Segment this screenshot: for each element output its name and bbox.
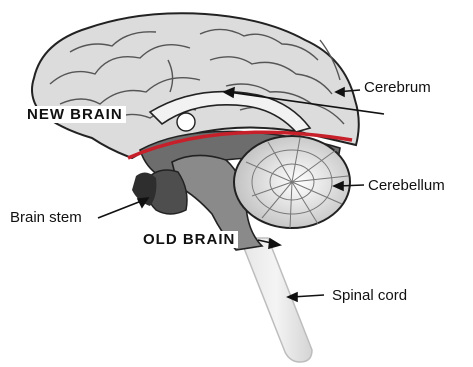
- spinal-cord-shape: [240, 238, 312, 362]
- cerebellum-label: Cerebellum: [368, 178, 445, 193]
- old-brain-label: OLD BRAIN: [140, 231, 238, 248]
- spinal-cord-label: Spinal cord: [332, 288, 407, 303]
- new-brain-label: NEW BRAIN: [24, 106, 126, 123]
- cerebrum-label: Cerebrum: [364, 80, 431, 95]
- brain-stem-label: Brain stem: [10, 210, 82, 225]
